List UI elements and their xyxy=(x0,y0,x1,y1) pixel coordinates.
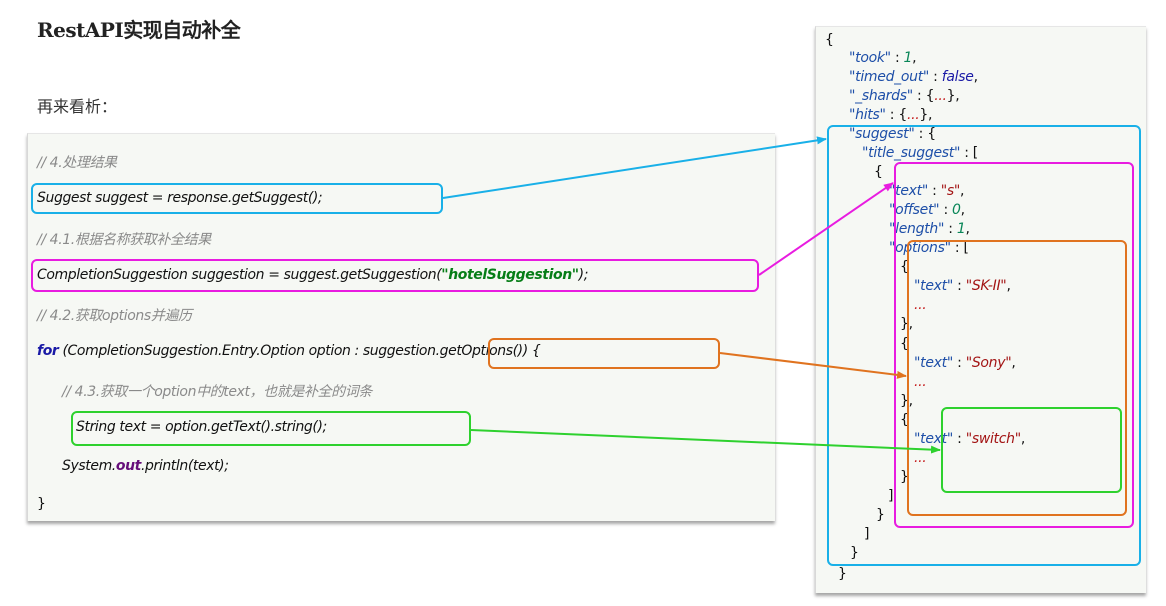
json-open-brace: { xyxy=(825,32,834,48)
highlight-option-text xyxy=(941,407,1122,493)
json-collapsed: ... xyxy=(934,88,947,104)
code-comment-get-by-name: // 4.1.根据名称获取补全结果 xyxy=(37,232,211,248)
highlight-get-options xyxy=(488,338,720,369)
json-option-open: { xyxy=(900,412,909,428)
page-title: RestAPI实现自动补全 xyxy=(37,18,241,42)
json-entry-offset: "offset" : 0, xyxy=(889,202,965,218)
code-keyword-for: for xyxy=(37,343,59,359)
json-ellipsis: ... xyxy=(914,450,927,466)
json-key: "offset" xyxy=(889,202,940,218)
code-comment-process-result: // 4.处理结果 xyxy=(37,155,117,171)
json-key: "timed_out" xyxy=(849,69,930,85)
json-close-brace: } xyxy=(838,566,847,582)
code-line-println: System.out.println(text); xyxy=(62,458,229,474)
json-key: "title_suggest" xyxy=(862,145,961,161)
json-number: 1 xyxy=(903,50,913,66)
json-option-open: { xyxy=(900,259,909,275)
json-suggest-close: } xyxy=(850,545,859,561)
highlight-get-text xyxy=(71,411,471,446)
json-entry-length: "length" : 1, xyxy=(889,221,970,237)
highlight-suggest-object xyxy=(827,125,1141,566)
json-key: "text" xyxy=(914,278,953,294)
json-entry-options: "options" : [ xyxy=(889,240,969,256)
json-key: "length" xyxy=(889,221,945,237)
json-entry-open: { xyxy=(874,164,883,180)
highlight-options-array xyxy=(907,240,1127,516)
code-text: System. xyxy=(62,458,116,474)
json-key: "hits" xyxy=(849,107,886,123)
code-text: ); xyxy=(578,267,589,283)
code-string-literal: "hotelSuggestion" xyxy=(441,267,579,283)
highlight-title-suggest-entry xyxy=(894,162,1134,528)
code-comment-get-options: // 4.2.获取options并遍历 xyxy=(37,308,192,324)
json-boolean: false xyxy=(941,69,974,85)
json-options-close: ] xyxy=(888,488,894,504)
highlight-get-suggest xyxy=(31,183,443,214)
json-key: "suggest" xyxy=(849,126,915,142)
json-number: 0 xyxy=(952,202,961,218)
json-option-close: }, xyxy=(900,316,913,332)
json-key: "_shards" xyxy=(849,88,913,104)
json-key: "text" xyxy=(889,183,928,199)
json-key: "text" xyxy=(914,355,953,371)
json-title-suggest-close: ] xyxy=(864,526,870,542)
json-response-panel xyxy=(815,26,1146,593)
json-option-close: }, xyxy=(900,393,913,409)
json-ellipsis: ... xyxy=(914,297,927,313)
json-option-text: "text" : "Sony", xyxy=(914,355,1016,371)
json-title-suggest: "title_suggest" : [ xyxy=(862,145,978,161)
json-collapsed: ... xyxy=(906,107,920,123)
json-option-text: "text" : "SK-II", xyxy=(914,278,1011,294)
json-string: "switch" xyxy=(965,431,1021,447)
code-line-get-suggestion: CompletionSuggestion suggestion = sugges… xyxy=(37,267,588,283)
code-line-get-suggest: Suggest suggest = response.getSuggest(); xyxy=(37,190,323,206)
json-number: 1 xyxy=(956,221,966,237)
json-suggest: "suggest" : { xyxy=(849,126,936,142)
json-hits: "hits" : {...}, xyxy=(849,107,933,123)
json-option-open: { xyxy=(900,336,909,352)
code-line-get-text: String text = option.getText().string(); xyxy=(76,419,327,435)
json-entry-text: "text" : "s", xyxy=(889,183,965,199)
json-took: "took" : 1, xyxy=(849,50,917,66)
code-text: (CompletionSuggestion.Entry.Option optio… xyxy=(58,343,541,359)
json-string: "SK-II" xyxy=(965,278,1007,294)
code-comment-get-text: // 4.3.获取一个option中的text，也就是补全的词条 xyxy=(62,384,372,400)
highlight-get-suggestion xyxy=(31,259,759,292)
json-shards: "_shards" : {...}, xyxy=(849,88,960,104)
json-entry-close: } xyxy=(876,507,885,523)
code-field-out: out xyxy=(115,458,141,474)
code-line-for-loop: for (CompletionSuggestion.Entry.Option o… xyxy=(37,343,541,359)
code-line-close-brace: } xyxy=(37,496,46,512)
json-key: "took" xyxy=(849,50,891,66)
code-text: CompletionSuggestion suggestion = sugges… xyxy=(37,267,442,283)
json-ellipsis: ... xyxy=(914,374,927,390)
code-text: .println(text); xyxy=(140,458,229,474)
json-string: "s" xyxy=(940,183,961,199)
json-string: "Sony" xyxy=(965,355,1012,371)
json-timed-out: "timed_out" : false, xyxy=(849,69,978,85)
json-key: "options" xyxy=(889,240,951,256)
json-option-close: } xyxy=(900,469,909,485)
section-subtitle: 再来看析： xyxy=(37,97,118,116)
